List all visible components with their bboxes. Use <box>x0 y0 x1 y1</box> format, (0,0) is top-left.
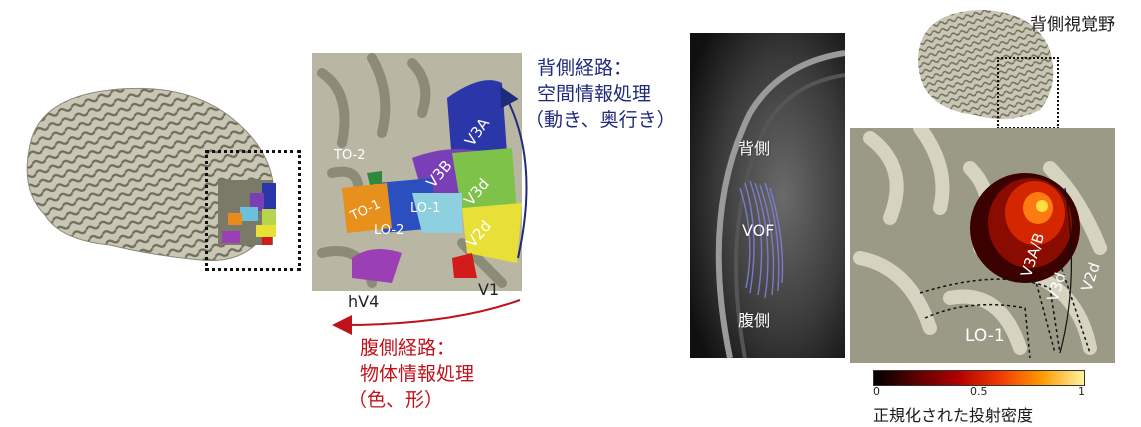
colorbar <box>873 370 1085 386</box>
colorbar-max: 1 <box>1078 385 1085 398</box>
whole-brain-image <box>0 75 300 275</box>
dorsal-pathway-text: 背側経路： 空間情報処理 （動き、奥行き） <box>537 55 676 133</box>
ventral-line2: 物体情報処理 <box>360 361 474 387</box>
dorsal-line3: （動き、奥行き） <box>525 107 676 133</box>
dorsal-title: 背側経路： <box>537 55 676 81</box>
mri-vof-label: VOF <box>742 221 774 240</box>
ventral-pathway-text: 腹側経路： 物体情報処理 （色、形） <box>360 335 474 413</box>
ventral-line3: （色、形） <box>348 387 474 413</box>
colorbar-mid: 0.5 <box>970 385 988 398</box>
mri-dorsal-label: 背側 <box>738 135 770 159</box>
zoom-box <box>205 150 301 271</box>
map-label-lo1: LO-1 <box>965 326 1005 346</box>
dorsal-arrow <box>505 95 526 258</box>
colorbar-min: 0 <box>873 385 880 398</box>
mri-panel: 背側 VOF 腹側 <box>690 33 845 358</box>
dorsal-cortex-label: 背側視覚野 <box>1030 10 1115 35</box>
mri-ventral-label: 腹側 <box>738 307 770 331</box>
ventral-arrow <box>342 300 520 325</box>
dorsal-line2: 空間情報処理 <box>537 81 676 107</box>
colorbar-label: 正規化された投射密度 <box>873 402 1033 426</box>
projection-density-map: V3A/B V3d V2d LO-1 <box>850 128 1115 363</box>
small-zoom-box <box>997 57 1059 129</box>
ventral-title: 腹側経路： <box>360 335 474 361</box>
